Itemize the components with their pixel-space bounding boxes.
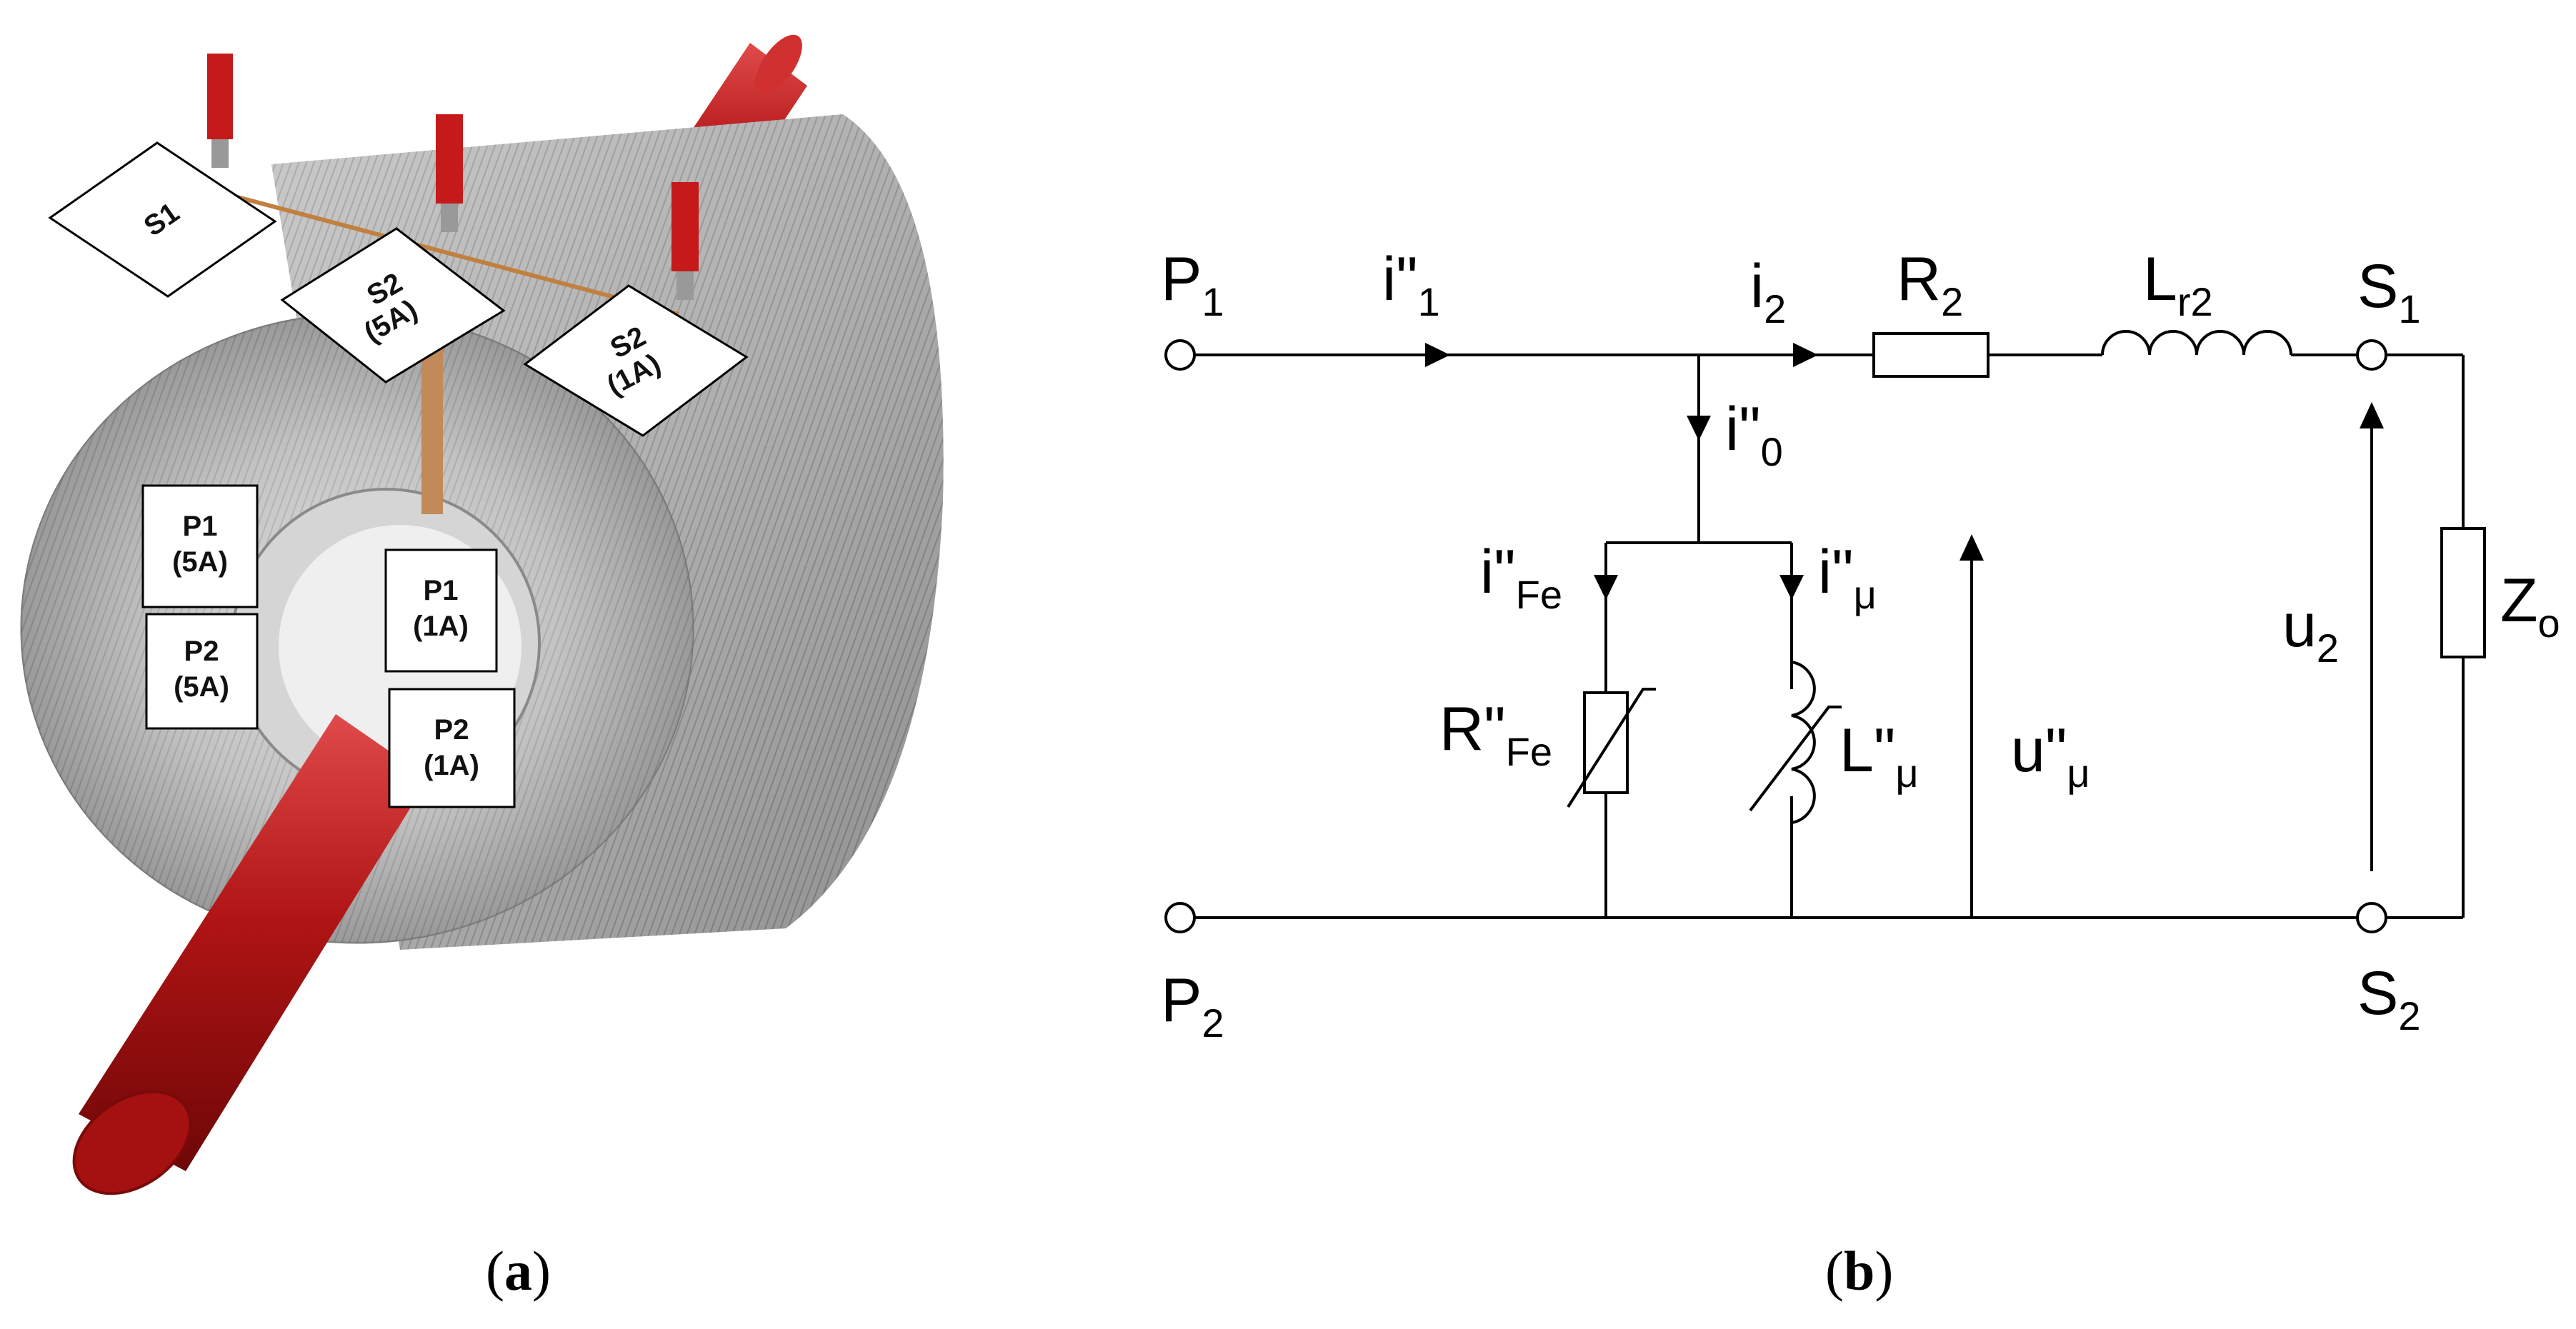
tag-p1-1a: P1 (1A) [384, 548, 498, 673]
label-s1: S1 [2357, 252, 2421, 331]
conductor-rod-front [72, 714, 429, 1195]
caption-a-close: ) [531, 1240, 551, 1302]
caption-b-close: ) [1874, 1240, 1894, 1302]
nonlinear-inductor-lmu [1749, 661, 1842, 824]
inductor-lr2 [2101, 330, 2292, 356]
arrow-ife [1594, 575, 1618, 600]
tag-s2-5a: S2 (5A) [280, 227, 506, 383]
caption-b: (b) [1825, 1239, 1893, 1303]
arrow-i1 [1425, 343, 1450, 367]
label-umu: u"μ [2011, 716, 2090, 796]
tag-p1-1a-line2: (1A) [413, 611, 469, 642]
label-p1: P1 [1161, 245, 1224, 324]
tag-p2-5a-line2: (5A) [174, 671, 229, 703]
tag-p2-5a-line1: P2 [184, 636, 219, 667]
caption-a-open: ( [486, 1240, 504, 1302]
tag-p1-5a-line1: P1 [183, 511, 218, 542]
label-rfe: R"Fe [1439, 695, 1552, 774]
tag-p2-1a: P2 (1A) [388, 688, 516, 808]
arrow-u2 [2360, 402, 2384, 428]
load-impedance-zo [2440, 527, 2486, 658]
label-i1: i"1 [1382, 245, 1440, 324]
caption-b-open: ( [1825, 1240, 1844, 1302]
arrow-imu [1779, 575, 1804, 600]
nonlinear-resistor-rfe [1567, 688, 1656, 808]
terminal-s1 [2356, 339, 2387, 371]
terminal-post-s2-1a [672, 182, 699, 300]
label-lr2: Lr2 [2143, 245, 2213, 324]
label-lmu: L"μ [1839, 716, 1919, 796]
label-i2: i2 [1750, 252, 1786, 331]
equivalent-circuit-diagram: P1 P2 S1 S2 i"1 i2 i"0 i"Fe i"μ R2 Lr2 R… [1161, 245, 2560, 1045]
resistor-r2 [1872, 332, 1990, 378]
caption-a: (a) [486, 1239, 551, 1303]
current-transformer-illustration: S1 S2 (5A) S2 (1A) P1 (5A) P2 (5A) P1 (1… [20, 34, 944, 1195]
label-i0: i"0 [1725, 395, 1783, 474]
tag-p1-5a: P1 (5A) [141, 484, 259, 608]
tag-p2-5a: P2 (5A) [145, 613, 259, 730]
label-s2: S2 [2357, 959, 2421, 1038]
terminal-post-s2-5a [436, 114, 463, 232]
tag-s1: S1 [48, 141, 277, 298]
tag-p2-1a-line2: (1A) [424, 750, 479, 781]
arrow-i0 [1687, 416, 1711, 441]
terminal-p1 [1164, 339, 1196, 371]
label-p2: P2 [1161, 966, 1224, 1045]
label-zo: Zo [2500, 566, 2560, 646]
label-imu: i"μ [1818, 538, 1877, 617]
tag-p1-1a-line1: P1 [424, 575, 459, 606]
label-r2: R2 [1897, 245, 1963, 324]
tag-p2-1a-line1: P2 [434, 714, 469, 746]
terminal-s2 [2356, 902, 2387, 933]
caption-b-letter: b [1843, 1240, 1875, 1302]
circuit-wires [1194, 353, 2465, 919]
terminal-post-s1 [207, 54, 233, 168]
tag-p1-5a-line2: (5A) [172, 546, 228, 578]
caption-a-letter: a [504, 1240, 532, 1302]
terminal-p2 [1164, 902, 1196, 933]
arrow-i2 [1793, 343, 1818, 367]
label-ife: i"Fe [1480, 538, 1562, 617]
arrow-umu [1960, 534, 1984, 561]
label-u2: u2 [2282, 591, 2339, 671]
tag-s2-1a: S2 (1A) [523, 284, 749, 437]
